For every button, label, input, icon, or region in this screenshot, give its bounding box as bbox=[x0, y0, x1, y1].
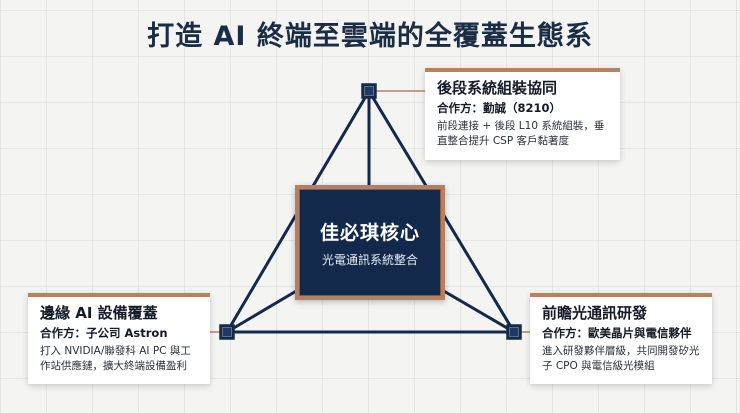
card-title: 邊緣 AI 設備覆蓋 bbox=[40, 304, 158, 322]
card-title: 後段系統組裝協同 bbox=[437, 79, 558, 97]
card-edge-ai: 邊緣 AI 設備覆蓋 合作方：子公司 Astron 打入 NVIDIA/聯發科 … bbox=[28, 293, 210, 384]
card-description: 打入 NVIDIA/聯發科 AI PC 與工作站供應鏈，擴大終端設備盈利 bbox=[40, 345, 191, 372]
card-description: 進入研發夥伴層級，共同開發矽光子 CPO 與電信級光模組 bbox=[542, 345, 700, 372]
vertex-node-right bbox=[506, 324, 522, 340]
card-description: 前段連接 + 後段 L10 系統組裝，垂直整合提升 CSP 客戶黏著度 bbox=[437, 120, 605, 147]
card-backend-assembly: 後段系統組裝協同 合作方：勤誠（8210） 前段連接 + 後段 L10 系統組裝… bbox=[425, 68, 620, 160]
core-box: 佳必琪核心 光電通訊系統整合 bbox=[295, 185, 445, 300]
spoke-left bbox=[226, 288, 299, 334]
spoke-right bbox=[441, 288, 515, 334]
core-title: 佳必琪核心 bbox=[319, 221, 420, 244]
vertex-node-left bbox=[219, 324, 235, 340]
vertex-node-top bbox=[361, 83, 377, 99]
card-partner: 合作方：勤誠（8210） bbox=[437, 101, 562, 115]
card-title: 前瞻光通訊研發 bbox=[542, 304, 648, 322]
card-partner: 合作方：歐美晶片與電信夥伴 bbox=[542, 326, 692, 340]
core-subtitle: 光電通訊系統整合 bbox=[321, 252, 418, 267]
page-title: 打造 AI 終端至雲端的全覆蓋生態系 bbox=[147, 21, 593, 52]
card-optical-rnd: 前瞻光通訊研發 合作方：歐美晶片與電信夥伴 進入研發夥伴層級，共同開發矽光子 C… bbox=[530, 293, 712, 384]
card-partner: 合作方：子公司 Astron bbox=[40, 326, 168, 340]
